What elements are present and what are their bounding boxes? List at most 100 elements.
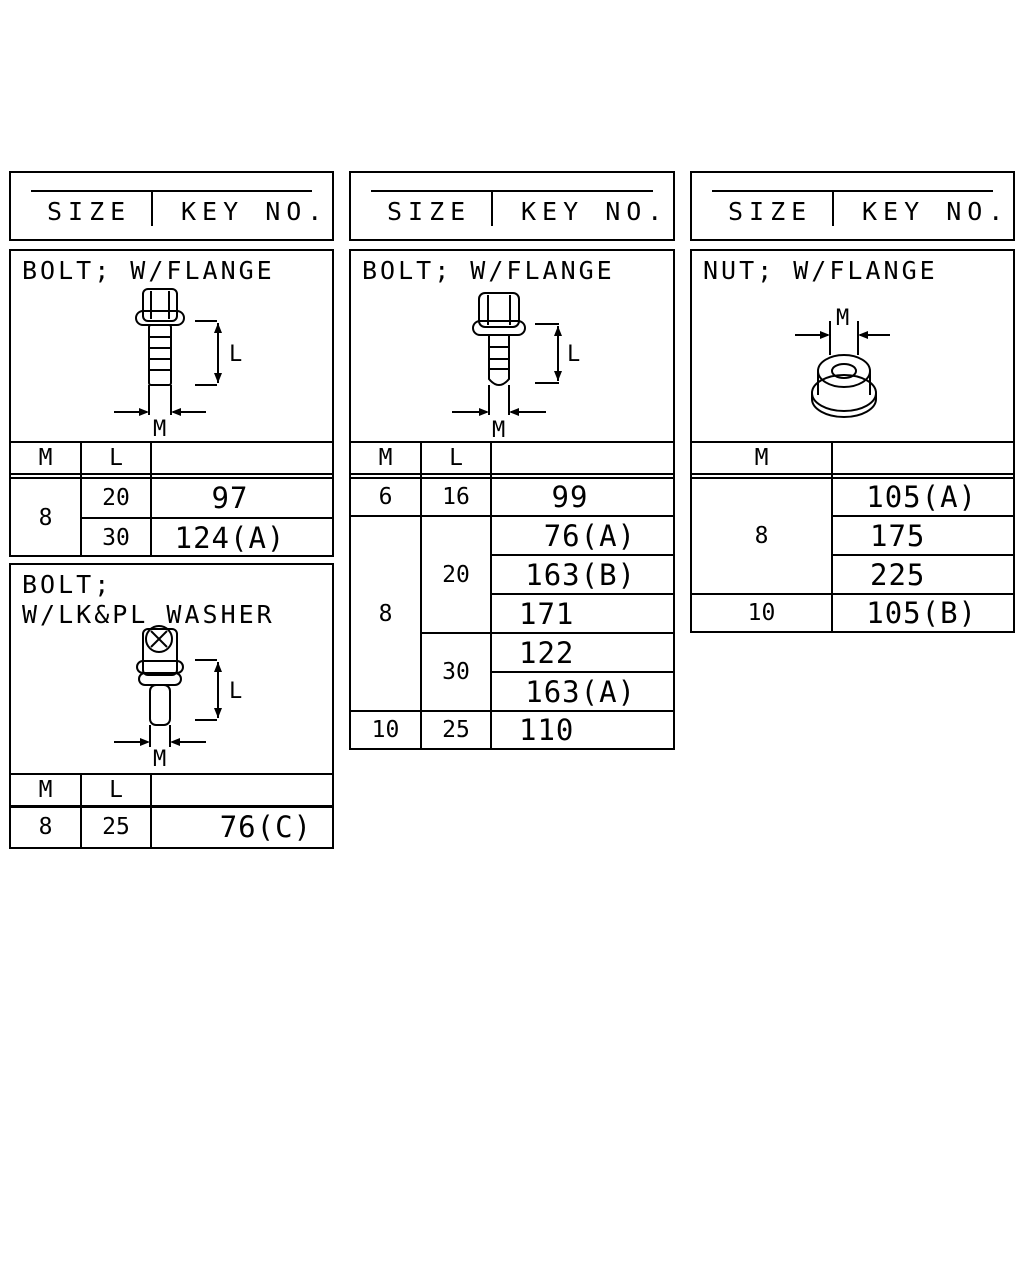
table-rule — [11, 441, 332, 443]
panel-bolt-flange-a: BOLT; W/FLANGE L M M L 8 20 97 30 124(A) — [9, 249, 334, 557]
cell-key: 105(B) — [866, 596, 977, 630]
table-rule — [80, 517, 332, 519]
cell-key: 105(A) — [866, 480, 977, 514]
bolt-head-shape — [142, 288, 178, 322]
cell-key: 163(B) — [525, 557, 636, 592]
panel-title-line1: BOLT; — [22, 570, 113, 599]
bolt-head-shape — [142, 628, 178, 676]
col-l-header: L — [449, 445, 463, 471]
nut-hole-shape — [831, 363, 857, 379]
table-rule — [11, 473, 332, 475]
cell-key: 76(C) — [219, 810, 312, 844]
cell-m: 8 — [378, 600, 393, 627]
table-rule — [490, 671, 673, 673]
panel-nut-flange: NUT; W/FLANGE M M 8 105(A) 175 225 10 10… — [690, 249, 1015, 633]
table-col-divider — [80, 441, 82, 557]
panel-title-line2: W/LK&PL WASHER — [22, 600, 275, 629]
table-rule — [11, 773, 332, 775]
header-size-label: SIZE — [47, 197, 132, 226]
table-rule — [351, 441, 673, 443]
col-m-header: M — [38, 777, 53, 803]
cell-key: 175 — [870, 518, 926, 553]
flange-bolt-figure: L M — [452, 292, 580, 441]
cell-l: 30 — [102, 525, 130, 551]
panel-bolt-washer: BOLT; W/LK&PL WASHER L M M L 8 25 76(C) — [9, 563, 334, 849]
bolt-shank-shape — [148, 324, 172, 386]
flange-bolt-figure: L M — [114, 288, 242, 441]
header-size-label: SIZE — [728, 197, 813, 226]
header-size-label: SIZE — [387, 197, 472, 226]
cell-m: 8 — [38, 814, 53, 840]
cell-m: 6 — [378, 484, 393, 510]
panel-title: BOLT; W/FLANGE — [362, 256, 615, 285]
cell-key: 225 — [870, 557, 926, 592]
table-col-divider — [150, 773, 152, 847]
cell-l: 16 — [442, 484, 470, 510]
table-rule — [11, 805, 332, 808]
dim-m-label: M — [836, 306, 849, 331]
table-rule — [351, 473, 673, 475]
flange-shape — [472, 320, 526, 336]
col-m-header: M — [754, 445, 769, 471]
bolt-shank-shape — [149, 684, 171, 726]
header-key-label: KEY NO. — [521, 197, 669, 226]
header-separator — [491, 190, 493, 226]
header-rule — [712, 190, 993, 192]
panel-bolt-flange-c: BOLT; W/FLANGE L M M L 6 16 99 8 20 3 — [349, 249, 675, 750]
table-rule — [490, 554, 673, 556]
header-rule — [371, 190, 653, 192]
cell-key: 76(A) — [543, 518, 636, 553]
header-separator — [151, 190, 153, 226]
cell-m: 8 — [754, 523, 769, 549]
table-rule — [692, 473, 1013, 475]
table-col-divider — [80, 773, 82, 847]
cross-recess-shape — [145, 625, 173, 653]
dim-l-label: L — [229, 679, 242, 704]
table-rule — [351, 515, 673, 517]
cell-l: 25 — [442, 717, 470, 743]
cell-key: 163(A) — [525, 674, 636, 709]
table-col-divider — [490, 441, 492, 748]
cell-key: 110 — [519, 713, 575, 747]
cell-l: 25 — [102, 814, 130, 840]
flange-nut-figure: M — [795, 306, 890, 418]
header-key-label: KEY NO. — [862, 197, 1010, 226]
cell-key: 122 — [519, 635, 575, 670]
cell-key: 171 — [519, 596, 575, 631]
cell-m: 8 — [38, 505, 53, 531]
washer-bolt-figure: L M — [114, 625, 242, 772]
table-rule — [831, 554, 1013, 556]
col-m-header: M — [378, 445, 393, 471]
cell-m: 10 — [747, 600, 776, 626]
cell-m: 10 — [371, 717, 400, 743]
dim-l-label: L — [229, 342, 242, 367]
table-rule — [351, 477, 673, 479]
header-separator — [832, 190, 834, 226]
table-col-divider — [150, 441, 152, 557]
header-size-key-3: SIZE KEY NO. — [690, 171, 1015, 241]
panel-title: BOLT; W/LK&PL WASHER — [22, 570, 275, 630]
table-rule — [692, 441, 1013, 443]
cell-l: 30 — [442, 659, 470, 685]
bolt-head-shape — [478, 292, 520, 328]
dim-m-label: M — [492, 418, 505, 441]
cell-key: 99 — [551, 480, 589, 514]
panel-title: BOLT; W/FLANGE — [22, 256, 275, 285]
cell-l: 20 — [102, 485, 130, 511]
panel-title: NUT; W/FLANGE — [703, 256, 938, 285]
header-size-key-1: SIZE KEY NO. — [9, 171, 334, 241]
header-size-key-2: SIZE KEY NO. — [349, 171, 675, 241]
bolt-shank-shape — [488, 335, 510, 386]
dim-l-label: L — [567, 342, 580, 367]
cell-l: 20 — [442, 561, 470, 588]
table-rule — [831, 515, 1013, 517]
header-key-label: KEY NO. — [181, 197, 329, 226]
col-m-header: M — [38, 445, 53, 471]
table-rule — [692, 477, 1013, 479]
cell-key: 124(A) — [174, 521, 286, 555]
table-rule — [692, 593, 1013, 595]
dim-m-label: M — [153, 747, 166, 772]
table-rule — [490, 593, 673, 595]
table-rule — [420, 632, 673, 634]
table-col-divider — [831, 441, 833, 631]
